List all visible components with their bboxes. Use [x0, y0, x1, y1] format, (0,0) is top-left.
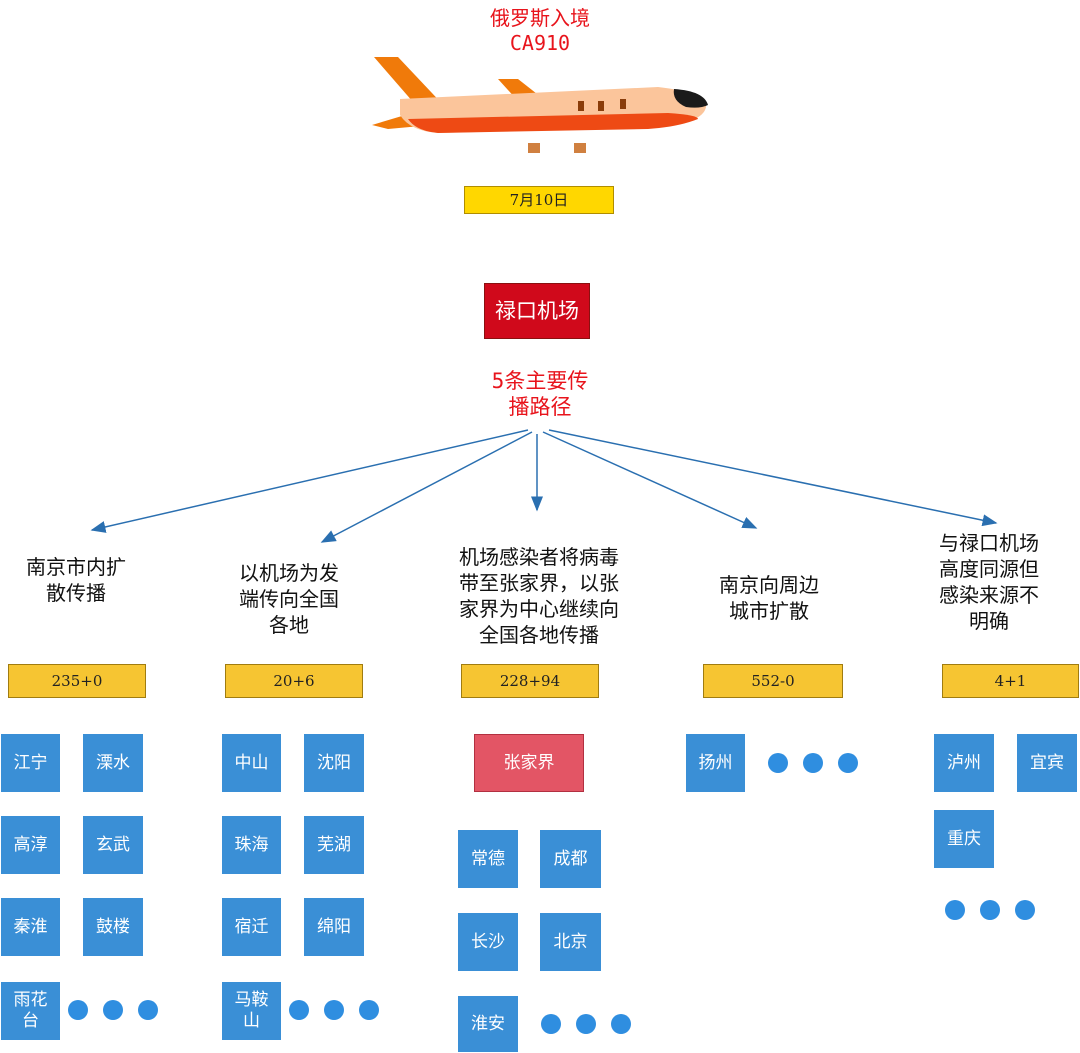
city-node: 玄武 [83, 816, 143, 874]
ellipsis-dot [576, 1014, 596, 1034]
route-count-badge: 235+0 [8, 664, 146, 698]
ellipsis-dot [289, 1000, 309, 1020]
route-title-line: 明确 [969, 609, 1009, 633]
city-node: 鼓楼 [83, 898, 143, 956]
hub-city-node: 张家界 [474, 734, 584, 792]
route-title-line: 高度同源但 [939, 557, 1039, 581]
route-title: 以机场为发 端传向全国 各地 [214, 560, 364, 638]
city-node: 重庆 [934, 810, 994, 868]
ellipsis-dot [838, 753, 858, 773]
arrow-route-2 [320, 431, 533, 543]
route-title-line: 感染来源不 [939, 583, 1039, 607]
ellipsis-dot [611, 1014, 631, 1034]
ellipsis-dot [541, 1014, 561, 1034]
route-count-badge: 20+6 [225, 664, 363, 698]
city-node: 沈阳 [304, 734, 364, 792]
city-node: 高淳 [1, 816, 60, 874]
route-title-line: 机场感染者将病毒 [459, 545, 619, 569]
route-title: 与禄口机场 高度同源但 感染来源不 明确 [914, 530, 1064, 634]
city-node: 常德 [458, 830, 518, 888]
route-title-line: 城市扩散 [729, 599, 809, 623]
city-node: 泸州 [934, 734, 994, 792]
city-node: 扬州 [686, 734, 745, 792]
flight-origin: 俄罗斯入境 [490, 6, 590, 30]
date-badge: 7月10日 [464, 186, 614, 214]
route-count-badge: 552-0 [703, 664, 843, 698]
city-node: 长沙 [458, 913, 518, 971]
arrow-route-1 [90, 429, 529, 533]
city-node: 中山 [222, 734, 281, 792]
ellipsis-dot [945, 900, 965, 920]
route-title-line: 散传播 [46, 581, 106, 605]
route-title: 南京向周边 城市扩散 [694, 572, 844, 624]
city-node: 江宁 [1, 734, 60, 792]
city-node: 淮安 [458, 996, 518, 1052]
city-node: 宜宾 [1017, 734, 1077, 792]
city-node: 溧水 [83, 734, 143, 792]
ellipsis-dot [768, 753, 788, 773]
ellipsis-dot [68, 1000, 88, 1020]
ellipsis-dot [138, 1000, 158, 1020]
city-node: 宿迁 [222, 898, 281, 956]
route-title-line: 南京向周边 [719, 573, 819, 597]
flight-title: 俄罗斯入境 CA910 [390, 6, 690, 56]
route-title-line: 以机场为发 [239, 561, 339, 585]
route-count-badge: 4+1 [942, 664, 1079, 698]
route-title-line: 家界为中心继续向 [459, 597, 619, 621]
airport-node: 禄口机场 [484, 283, 590, 339]
ellipsis-dot [803, 753, 823, 773]
ellipsis-dot [980, 900, 1000, 920]
route-title-line: 端传向全国 [239, 587, 339, 611]
route-title: 南京市内扩 散传播 [6, 554, 146, 606]
route-title-line: 各地 [269, 613, 309, 637]
city-node: 珠海 [222, 816, 281, 874]
airplane-icon [372, 57, 708, 153]
city-node: 芜湖 [304, 816, 364, 874]
route-title-line: 南京市内扩 [26, 555, 126, 579]
routes-heading-line: 播路径 [508, 395, 572, 419]
arrow-route-4 [542, 431, 758, 529]
route-title-line: 带至张家界，以张 [459, 571, 619, 595]
city-node: 成都 [540, 830, 601, 888]
city-node: 马鞍山 [222, 982, 281, 1040]
route-title: 机场感染者将病毒 带至张家界，以张 家界为中心继续向 全国各地传播 [430, 544, 648, 648]
city-node: 秦淮 [1, 898, 60, 956]
routes-heading: 5条主要传 播路径 [440, 368, 640, 420]
ellipsis-dot [324, 1000, 344, 1020]
route-title-line: 与禄口机场 [939, 531, 1039, 555]
city-node: 北京 [540, 913, 601, 971]
route-count-badge: 228+94 [461, 664, 599, 698]
routes-heading-line: 5条主要传 [491, 369, 589, 393]
ellipsis-dot [359, 1000, 379, 1020]
ellipsis-dot [1015, 900, 1035, 920]
city-node: 绵阳 [304, 898, 364, 956]
ellipsis-dot [103, 1000, 123, 1020]
city-node: 雨花台 [1, 982, 60, 1040]
arrow-route-5 [548, 429, 998, 527]
flight-number: CA910 [509, 31, 571, 55]
route-title-line: 全国各地传播 [479, 623, 599, 647]
